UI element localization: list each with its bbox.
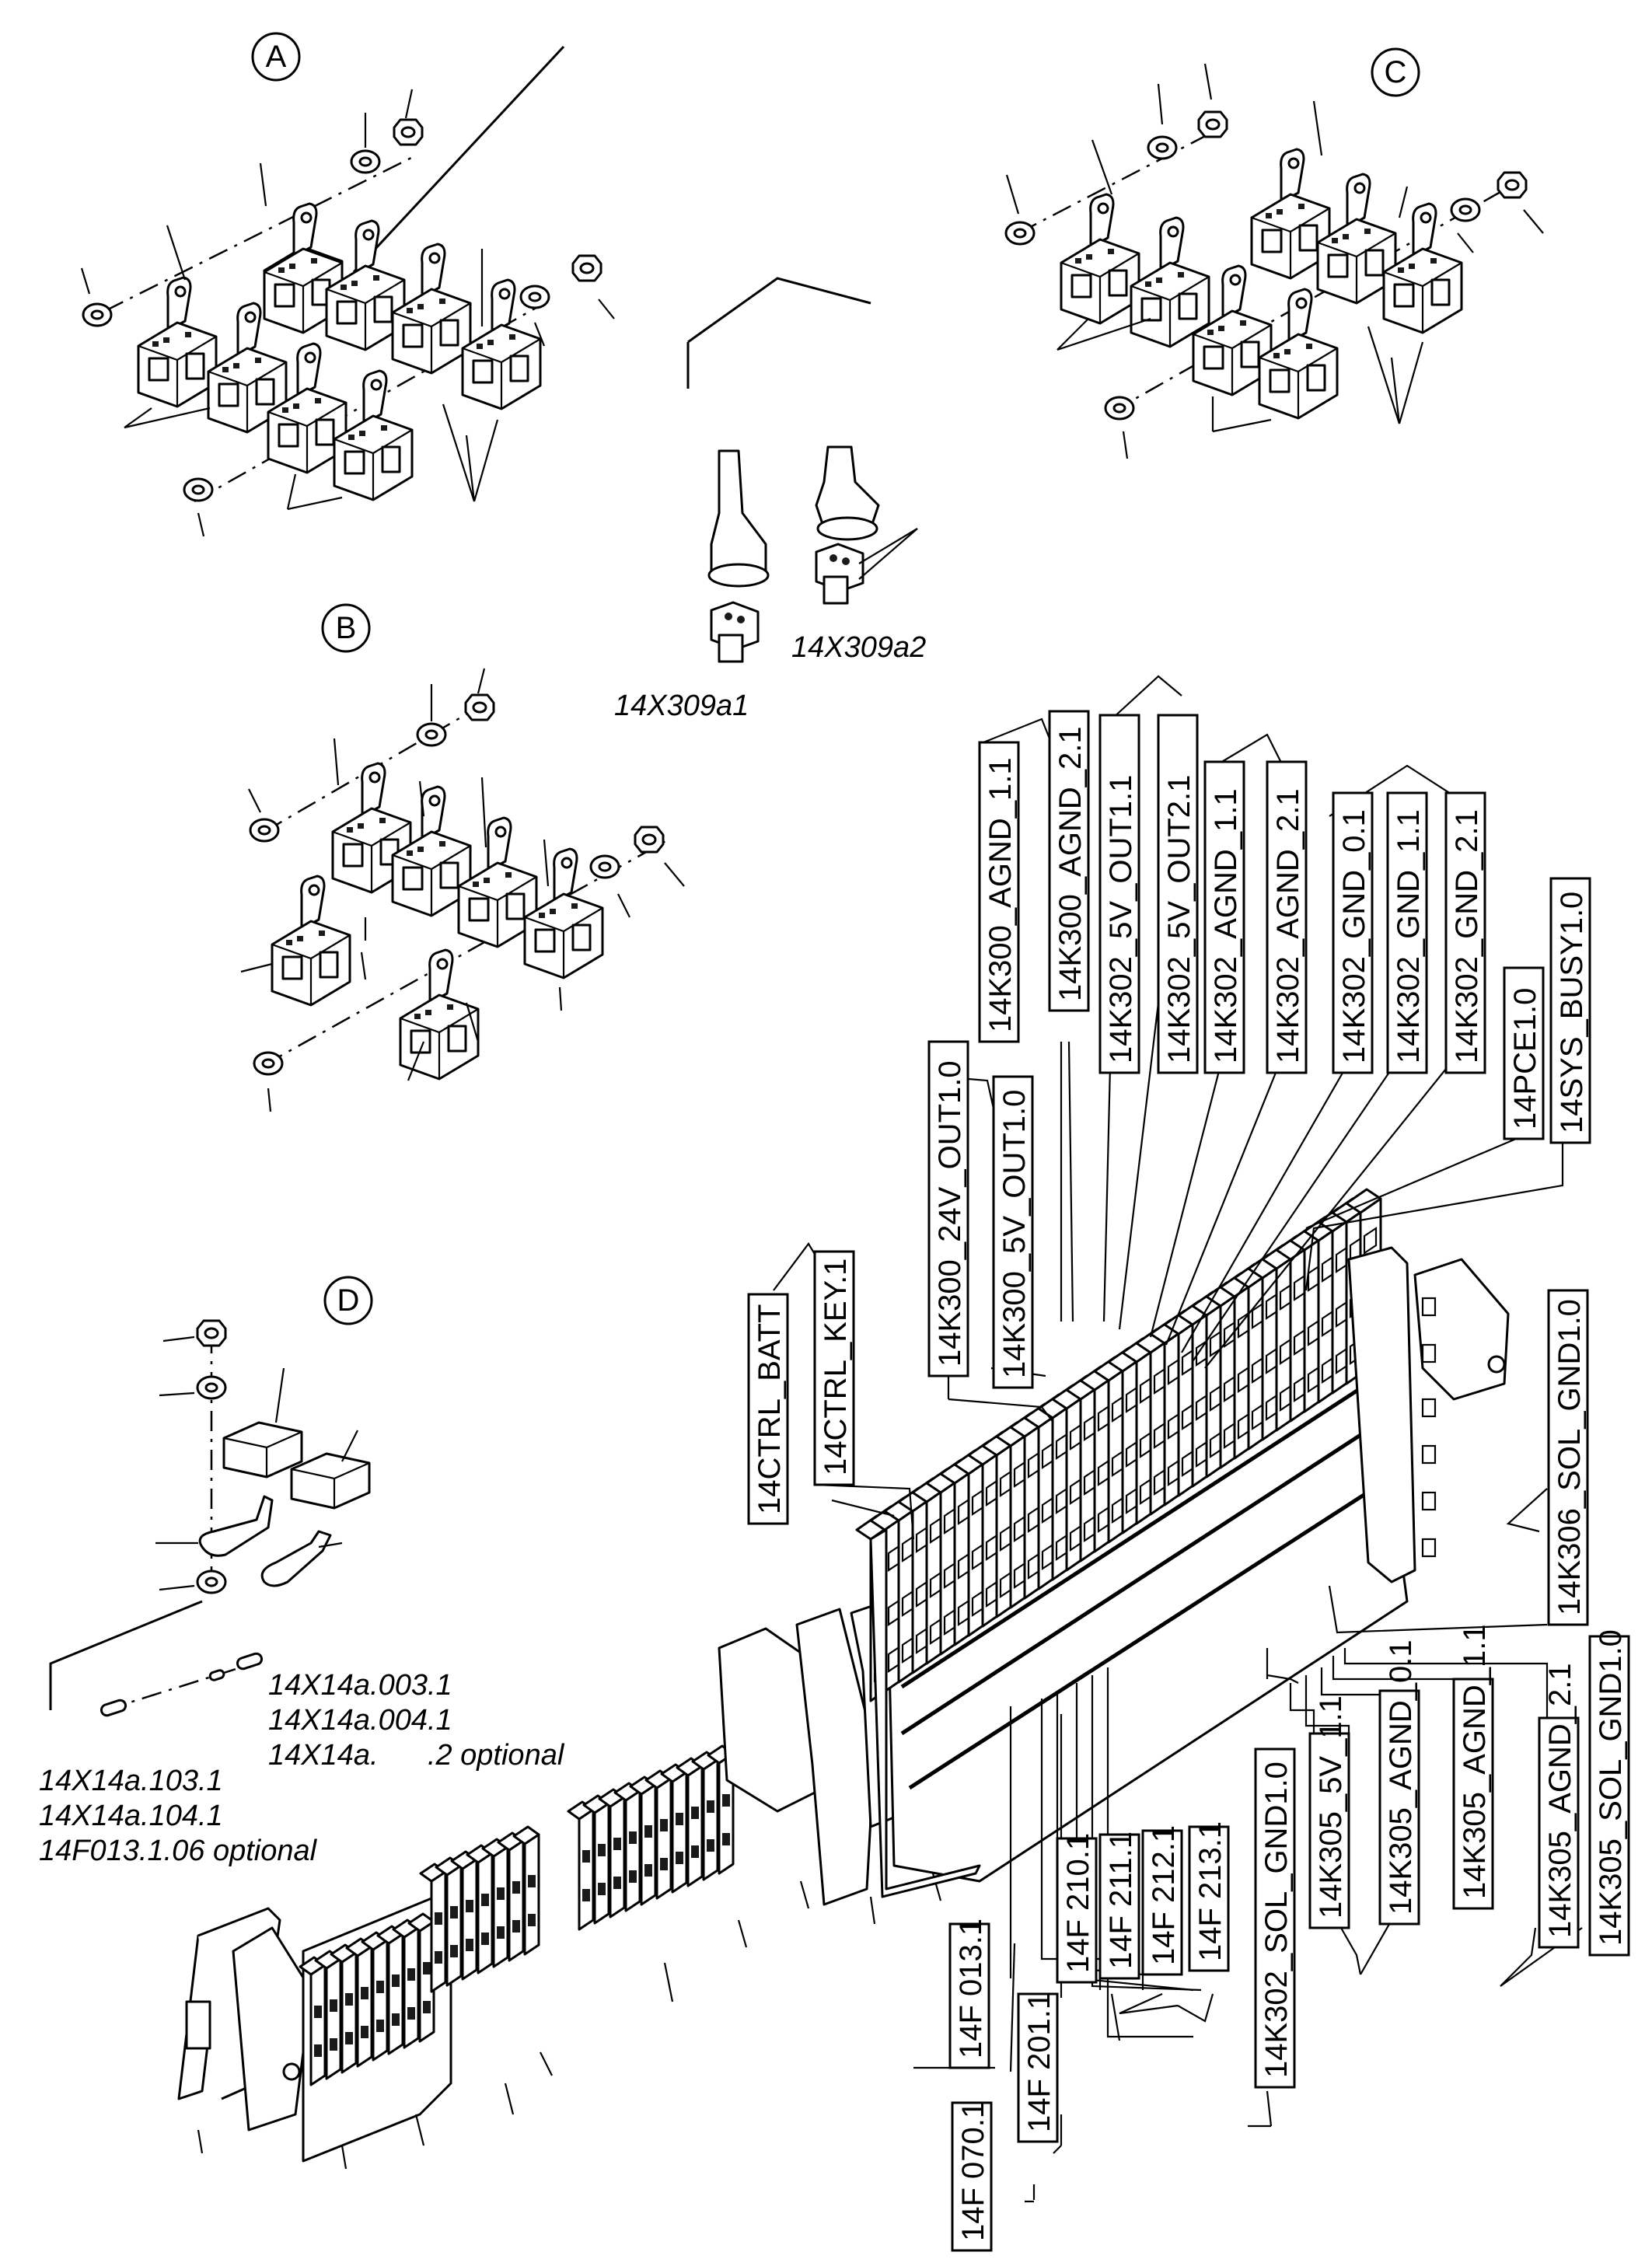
label-14k300-24v-out1-0: 14K300_24V_OUT1.0 [933,1060,967,1367]
view-marker-c [1371,47,1420,97]
label-14ctrl-batt: 14CTRL_BATT [753,1304,787,1514]
view-d-label-upper-1: 14X14a.003.1 [268,1669,452,1702]
label-boxes: 14K300_AGND_1.1 14K300_AGND_2.1 14K302_5… [747,710,1630,2252]
view-c: C [1004,47,1544,459]
view-b-label: B [336,611,357,645]
label-14k302-5v-out2-1: 14K302_5V_OUT2.1 [1162,775,1196,1063]
label-14k300-agnd-1-1: 14K300_AGND_1.1 [983,757,1018,1032]
view-d-label-lower-1: 14X14a.103.1 [39,1765,223,1797]
label-14k305-agnd-0-1: 14K305_AGND_0.1 [1384,1639,1418,1915]
label-14k300-5v-out1-0: 14K300_5V_OUT1.0 [997,1090,1032,1378]
connector-label-14x309a1: 14X309a1 [614,690,749,722]
cable-assembly: 14X309a1 14X309a2 [614,277,926,722]
connector-label-14x309a2: 14X309a2 [791,631,926,664]
label-14k302-agnd-2-1: 14K302_AGND_2.1 [1271,788,1305,1063]
label-14f-211-1: 14F 211.1 [1104,1831,1138,1969]
view-b: B [240,603,685,1112]
label-14pce1-0: 14PCE1.0 [1508,988,1542,1130]
label-14f-201-1: 14F 201.1 [1022,1992,1057,2132]
label-14k305-sol-gnd1-0: 14K305_SOL_GND1.0 [1594,1629,1628,1946]
label-14k302-gnd-1-1: 14K302_GND_1.1 [1392,809,1426,1063]
label-14k305-5v-1-1: 14K305_5V_1.1 [1314,1695,1348,1919]
view-d: D 14X14a.003.1 [39,1276,565,1867]
connector-14x309a1 [710,601,760,663]
view-marker-d [323,1276,373,1325]
view-d-label: D [337,1283,360,1318]
label-14k302-gnd-0-1: 14K302_GND_0.1 [1337,809,1371,1063]
label-14f-210-1: 14F 210.1 [1061,1833,1095,1973]
view-d-label-upper-2: 14X14a.004.1 [268,1704,452,1737]
view-a-label: A [266,40,287,74]
label-14ctrl-key-1: 14CTRL_KEY.1 [819,1259,853,1475]
view-marker-a [251,32,301,82]
label-14k305-agnd-2-1: 14K305_AGND_2.1 [1543,1663,1577,1938]
label-14k302-sol-gnd1-0: 14K302_SOL_GND1.0 [1259,1761,1294,2078]
label-14sys-busy1-0: 14SYS_BUSY1.0 [1555,892,1589,1133]
label-14k302-agnd-1-1: 14K302_AGND_1.1 [1209,788,1243,1063]
view-d-label-lower-2: 14X14a.104.1 [39,1800,223,1832]
label-14k300-agnd-2-1: 14K300_AGND_2.1 [1053,726,1088,1001]
label-14k305-agnd-1-1: 14K305_AGND_1.1 [1458,1624,1492,1899]
label-14f-013-1: 14F 013.1 [954,1919,988,2058]
connector-14x309a2 [815,543,864,605]
view-d-label-upper-3: 14X14a. .2 optional [268,1739,565,1772]
view-c-label: C [1385,55,1407,89]
view-d-label-lower-3: 14F013.1.06 optional [39,1835,318,1867]
label-14k302-5v-out1-1: 14K302_5V_OUT1.1 [1104,775,1138,1063]
label-14f-070-1: 14F 070.1 [956,2101,990,2241]
view-marker-b [321,603,371,653]
label-14f-212-1: 14F 212.1 [1147,1825,1181,1965]
view-a: A [80,32,615,537]
label-14k306-sol-gnd1-0: 14K306_SOL_GND1.0 [1552,1299,1587,1615]
label-14k302-gnd-2-1: 14K302_GND_2.1 [1450,809,1484,1063]
label-14f-213-1: 14F 213.1 [1193,1821,1228,1961]
main-terminal-block [855,1188,1510,1898]
